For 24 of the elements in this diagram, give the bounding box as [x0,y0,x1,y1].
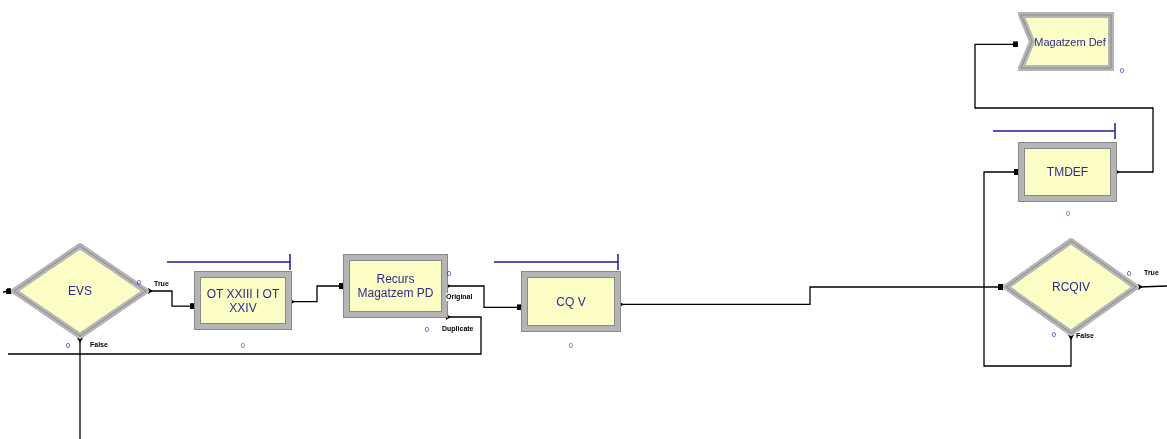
process-box [522,272,620,331]
connector [7,314,482,355]
connector [2,288,12,295]
node-label: CQ V [555,294,587,309]
connector [1137,284,1167,291]
node-label: RCQIV [1051,280,1091,294]
connector [446,283,523,311]
connector [148,288,196,310]
process-box [195,272,291,329]
connector [974,41,1154,175]
node-label: EVS [67,284,93,298]
connector [290,283,345,305]
decision-diamond [1003,238,1139,336]
connector [619,284,1004,308]
node-label: TMDEF [1045,165,1090,179]
decision-diamond [11,243,149,339]
process-box [344,255,447,317]
node-label: Recurs Magatzem PD [356,272,435,300]
node-label: OT XXIII I OT XXIV [205,286,281,315]
connector [77,338,83,439]
process-box [1019,143,1116,201]
node-label: Magatzem Def [1033,34,1107,49]
dispose-shape [1018,12,1114,71]
connector [983,169,1074,367]
